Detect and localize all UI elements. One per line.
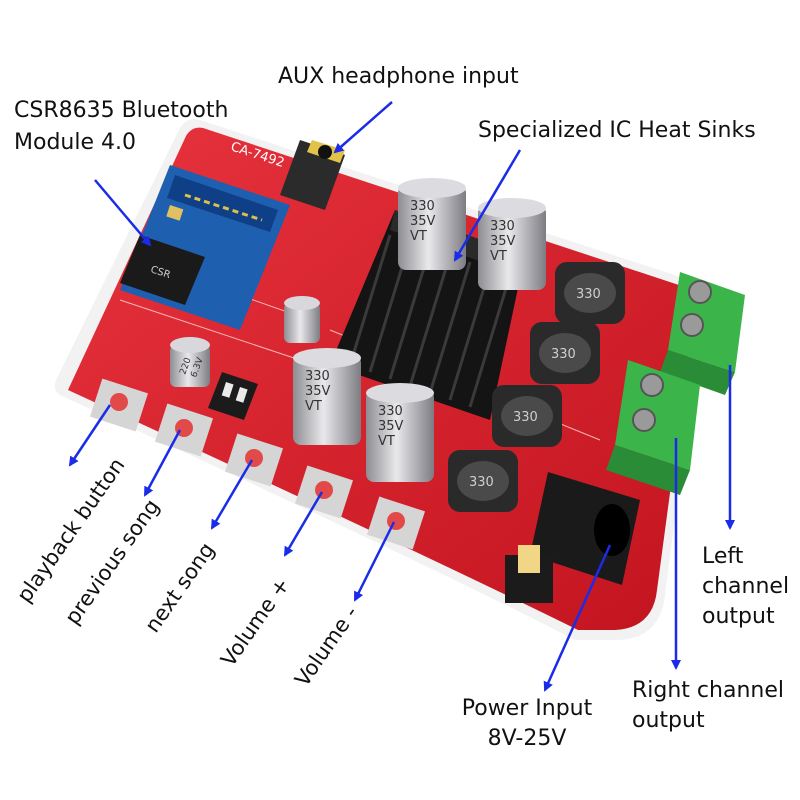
inductor: 330: [448, 450, 518, 512]
capacitor-text-line: 330: [305, 369, 330, 384]
small-capacitor: 220 6.3V: [170, 337, 210, 387]
inductor-group: 330 330 330 330: [448, 262, 625, 512]
capacitor-text-line: VT: [378, 434, 395, 449]
inductor-text: 330: [576, 287, 601, 302]
bluetooth-chip: [120, 235, 205, 305]
terminal-block-left-channel: [660, 272, 745, 395]
label-power-line2: 8V-25V: [487, 726, 567, 751]
label-heat-sink: Specialized IC Heat Sinks: [478, 118, 756, 143]
capacitor-text-line: 330: [490, 219, 515, 234]
label-aux-input: AUX headphone input: [278, 64, 519, 89]
capacitor-text-line: 35V: [490, 234, 516, 249]
dip-switch: [208, 372, 258, 420]
arrow-previous: [143, 429, 182, 497]
capacitor-text-line: VT: [305, 399, 322, 414]
label-right-line1: Right channel: [632, 678, 784, 703]
capacitor-text-line: 35V: [410, 214, 436, 229]
capacitor-text-line: VT: [410, 229, 427, 244]
arrow-bluetooth: [94, 179, 152, 247]
label-bluetooth-line2: Module 4.0: [14, 130, 136, 155]
label-left-line2: channel: [702, 574, 790, 599]
inductor-text: 330: [513, 410, 538, 425]
arrow-playback: [68, 404, 112, 467]
bluetooth-module: CSR: [120, 165, 290, 330]
tactile-buttons: [89, 378, 426, 550]
inductor: 330: [492, 385, 562, 447]
capacitor-text-line: 35V: [378, 419, 404, 434]
arrow-heatsink: [453, 149, 522, 262]
callout-arrows: [68, 101, 735, 692]
capacitor-text-line: 35V: [305, 384, 331, 399]
playback-button-part: [89, 378, 149, 432]
capacitor-text-line: 330: [410, 199, 435, 214]
inductor-text: 330: [551, 347, 576, 362]
arrow-aux: [333, 101, 393, 154]
inductor: 330: [530, 322, 600, 384]
label-left-channel: Left channel output: [702, 542, 789, 632]
power-jack: [530, 472, 640, 585]
terminal-block-right-channel: [606, 360, 700, 495]
aux-jack: [280, 140, 345, 210]
small-capacitor-2: [284, 296, 320, 343]
label-right-channel: Right channel output: [632, 676, 784, 736]
label-left-line1: Left: [702, 544, 744, 569]
arrow-next: [210, 459, 254, 530]
power-switch: [505, 545, 553, 603]
label-left-line3: output: [702, 604, 775, 629]
inductor: 330: [555, 262, 625, 324]
label-power-input: Power Input 8V-25V: [452, 694, 602, 754]
label-bluetooth-line1: CSR8635 Bluetooth: [14, 98, 229, 123]
capacitor-text-line: VT: [490, 249, 507, 264]
inductor-text: 330: [469, 475, 494, 490]
arrow-volume-up: [283, 491, 324, 557]
capacitor-text-line: 330: [378, 404, 403, 419]
label-power-line1: Power Input: [461, 696, 593, 721]
arrow-volume-down: [353, 521, 396, 602]
label-right-line2: output: [632, 708, 705, 733]
arrow-power: [543, 544, 612, 692]
